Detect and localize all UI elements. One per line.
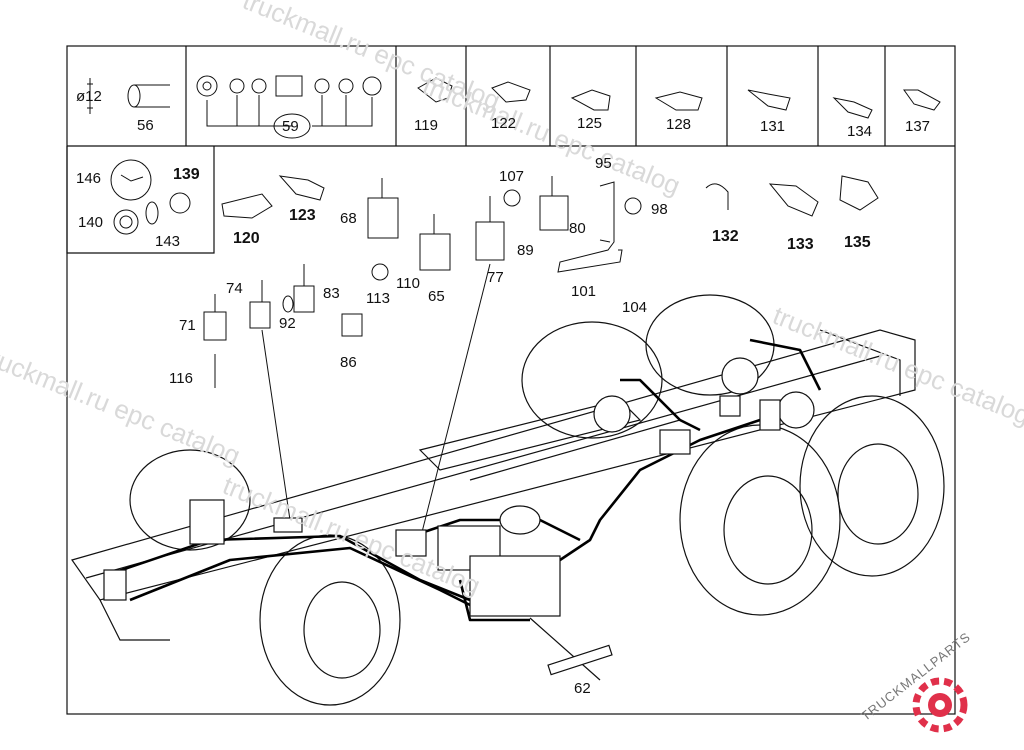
- callout-92: 92: [279, 315, 296, 332]
- callout-98: 98: [651, 201, 668, 218]
- callout-128: 128: [666, 116, 692, 133]
- diameter-label: ø12: [76, 88, 102, 105]
- callout-134: 134: [847, 123, 873, 140]
- callout-116: 116: [169, 370, 193, 387]
- callout-77: 77: [487, 269, 504, 286]
- callout-59: 59: [282, 118, 299, 135]
- callout-86: 86: [340, 354, 357, 371]
- front-wheel-left: [259, 534, 401, 706]
- callout-133: 133: [787, 236, 814, 253]
- rear-wheel-inner: [679, 424, 841, 616]
- callout-89: 89: [517, 242, 534, 259]
- callout-137: 137: [905, 118, 931, 135]
- callout-65: 65: [428, 288, 445, 305]
- callout-110: 110: [396, 275, 420, 292]
- callout-107: 107: [499, 168, 525, 185]
- callout-143: 143: [155, 233, 181, 250]
- callout-123: 123: [289, 207, 316, 224]
- callout-120: 120: [233, 230, 260, 247]
- callout-71: 71: [179, 317, 196, 334]
- rear-wheel-outer: [799, 395, 945, 577]
- callout-125: 125: [577, 115, 603, 132]
- callout-95: 95: [595, 155, 612, 172]
- callout-68: 68: [340, 210, 357, 227]
- brand-logo-icon: [912, 677, 968, 733]
- callout-132: 132: [712, 228, 739, 245]
- callout-74: 74: [226, 280, 243, 297]
- callout-139: 139: [173, 166, 200, 183]
- callout-135: 135: [844, 234, 871, 251]
- callout-104: 104: [622, 299, 648, 316]
- callout-122: 122: [491, 115, 517, 132]
- callout-113: 113: [366, 290, 390, 307]
- callout-101: 101: [571, 283, 597, 300]
- callout-62: 62: [574, 680, 591, 697]
- callout-83: 83: [323, 285, 340, 302]
- callout-119: 119: [414, 117, 438, 134]
- callout-140: 140: [78, 214, 104, 231]
- diagram-border: [66, 45, 956, 715]
- callout-131: 131: [760, 118, 786, 135]
- callout-80: 80: [569, 220, 586, 237]
- callout-56: 56: [137, 117, 154, 134]
- callout-146: 146: [76, 170, 102, 187]
